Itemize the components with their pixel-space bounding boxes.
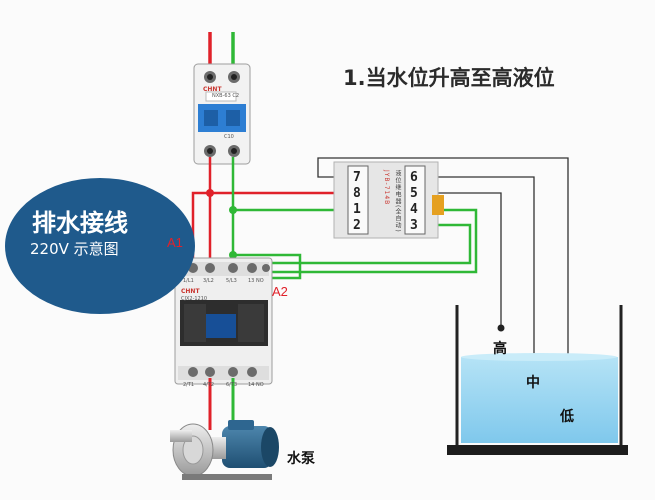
neutral-junction (229, 206, 237, 214)
relay-terminal: 7 (353, 170, 361, 185)
probe-high-label: 高 (493, 341, 507, 357)
probe-mid-label: 中 (526, 375, 540, 391)
relay-terminal: 8 (353, 186, 361, 201)
live-junction (206, 189, 214, 197)
relay-terminal: 3 (410, 218, 418, 233)
probe-wires (317, 157, 569, 393)
breaker-spec: C10 (224, 134, 234, 140)
badge-subtitle: 220V 示意图 (30, 240, 119, 258)
neutral-junction-2 (229, 251, 237, 259)
badge-title: 排水接线 (32, 209, 128, 237)
relay-side-text: 液位继电器(全自动) (394, 170, 401, 233)
relay-brand-text: JYB-714B (383, 170, 390, 206)
label-a1: A1 (167, 235, 183, 250)
probe-low-label: 低 (560, 409, 574, 425)
contactor-top-terminal: 13 NO (248, 278, 264, 284)
relay-terminal: 2 (353, 218, 361, 233)
page-title: 1.当水位升高至高液位 (343, 66, 555, 90)
contactor-bottom-terminal: 6/T3 (226, 382, 238, 388)
contactor-bottom-terminal: 4/T2 (203, 382, 215, 388)
wiring-badge (5, 178, 195, 314)
contactor-bottom-terminal: 2/T1 (183, 382, 195, 388)
contactor-top-terminal: 3/L2 (203, 278, 214, 284)
relay-terminal: 4 (410, 202, 418, 217)
probe-high-tip (497, 324, 505, 332)
contactor (174, 257, 273, 385)
breaker-model: NXB-63 C2 (212, 93, 240, 99)
coil-wires (252, 208, 478, 274)
circuit-breaker (193, 63, 251, 165)
breaker-brand: CHNT (203, 86, 222, 93)
relay-terminal: 1 (353, 202, 361, 217)
pump-label: 水泵 (287, 451, 315, 467)
contactor-bottom-terminal: 14 NO (248, 382, 264, 388)
water-pump (170, 420, 279, 480)
relay-terminal: 6 (410, 170, 418, 185)
label-a2: A2 (272, 284, 288, 299)
contactor-model: CJX2-1210 (181, 296, 208, 302)
level-relay (333, 161, 444, 239)
water-tank (447, 305, 628, 455)
contactor-brand: CHNT (181, 288, 200, 295)
relay-terminal: 5 (410, 186, 418, 201)
contactor-top-terminal: 1/L1 (183, 278, 194, 284)
contactor-top-terminal: 5/L3 (226, 278, 237, 284)
